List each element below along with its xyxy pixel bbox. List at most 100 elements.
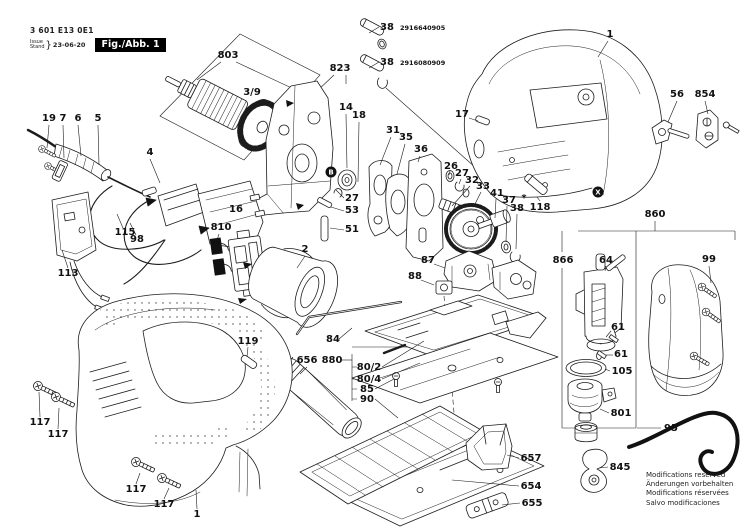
part-label-3/9: 3/9 [243, 87, 261, 98]
part-label-118: 118 [530, 202, 551, 213]
pin-119 [240, 354, 258, 369]
part-label-7: 7 [60, 113, 67, 124]
part-label-854: 854 [695, 89, 716, 100]
part-label-90: 90 [360, 394, 374, 405]
part-label-117: 117 [48, 429, 69, 440]
part-label-6: 6 [75, 113, 82, 124]
plunger-support-87 [443, 250, 537, 300]
leader-line [667, 100, 678, 123]
marker-circle-X [592, 186, 604, 198]
part-label-27: 27 [345, 193, 359, 204]
handle-housing-half [75, 293, 293, 507]
leader-line [599, 408, 610, 414]
part-label-117: 117 [154, 499, 175, 510]
leader-line [368, 26, 380, 34]
leader-line [374, 378, 395, 390]
stand-label: Stand [30, 44, 45, 50]
marker-letter-B: B [328, 169, 333, 177]
leader-line [451, 185, 471, 207]
figure-badge: Fig./Abb. 1 [95, 38, 166, 52]
leader-line [299, 366, 308, 375]
leader-line [345, 113, 348, 169]
impeller-801 [567, 378, 617, 422]
leader-line [116, 213, 124, 229]
leader-line [149, 158, 161, 184]
washer-37 [500, 240, 512, 254]
leader-line [338, 327, 353, 340]
part-label-1: 1 [194, 509, 201, 520]
leader-line [38, 391, 41, 418]
part-label-119: 119 [238, 336, 259, 347]
marker-letter-X: X [595, 189, 601, 197]
suction-hose-95 [627, 410, 740, 476]
part-label-64: 64 [599, 255, 613, 266]
note-de: Änderungen vorbehalten [646, 480, 734, 489]
part-label-1: 1 [607, 29, 614, 40]
part-label-88: 88 [408, 271, 422, 282]
leader-line [129, 222, 137, 236]
part-label-80/2: 80/2 [357, 362, 382, 373]
counter-gear-33 [444, 203, 521, 263]
issue-date: 23-06-20 [52, 41, 86, 49]
electronics-pcb [51, 191, 110, 312]
screw-85 [392, 372, 400, 387]
leader-line [368, 61, 380, 69]
leader-line [330, 206, 345, 212]
leader-line [296, 255, 306, 269]
leader-line [61, 249, 69, 269]
gear-housing [251, 80, 357, 242]
leader-line [135, 472, 141, 485]
part-label-113: 113 [58, 268, 79, 279]
leader-line [605, 330, 612, 338]
part-label-95: 95 [664, 423, 678, 434]
leader-line [329, 227, 345, 231]
leader-line [216, 233, 220, 241]
note-es: Salvo modificaciones [646, 498, 720, 507]
assembly-arrow [198, 225, 210, 235]
part-label-801: 801 [611, 408, 632, 419]
part-label-61: 61 [611, 322, 625, 333]
leader-line [448, 170, 451, 176]
leader-line [506, 454, 520, 459]
part-label-27: 27 [455, 168, 469, 179]
pin-17 [475, 115, 490, 126]
pin-53 [317, 197, 333, 208]
leader-line [505, 205, 508, 243]
marker-circle-B [325, 166, 337, 178]
leader-line [57, 407, 60, 430]
base-plate-assembly [295, 294, 559, 527]
leader-line [163, 487, 170, 500]
part-label-26: 26 [444, 161, 458, 172]
leader-line [381, 362, 421, 380]
lever-parts-56-854 [651, 109, 740, 149]
leader-line [473, 191, 482, 207]
part-label-4: 4 [147, 147, 154, 158]
part-label-2: 2 [302, 244, 309, 255]
stator [248, 246, 338, 328]
cap [574, 422, 598, 443]
square-nut-88 [435, 280, 453, 295]
leader-line [536, 196, 541, 202]
leader-line [468, 117, 479, 122]
part-label-80/4: 80/4 [357, 374, 382, 385]
part-label-2916080909: 2916080909 [400, 59, 446, 67]
leader-line [381, 340, 425, 368]
part-label-14: 14 [339, 102, 353, 113]
part-label-98: 98 [130, 234, 144, 245]
part-label-860: 860 [645, 209, 666, 220]
leader-line [357, 121, 360, 183]
leader-line [246, 346, 249, 358]
part-label-5: 5 [95, 113, 102, 124]
leader-line [704, 100, 709, 115]
clip-53 [333, 188, 343, 198]
pin-38-group [359, 18, 388, 89]
part-label-37: 37 [502, 195, 516, 206]
leader-line [62, 124, 65, 159]
part-label-61: 61 [614, 349, 628, 360]
insert-655 [465, 492, 509, 519]
leader-line [97, 124, 100, 166]
part-label-85: 85 [360, 384, 374, 395]
issue-stand-labels: Issue Stand [30, 39, 45, 51]
